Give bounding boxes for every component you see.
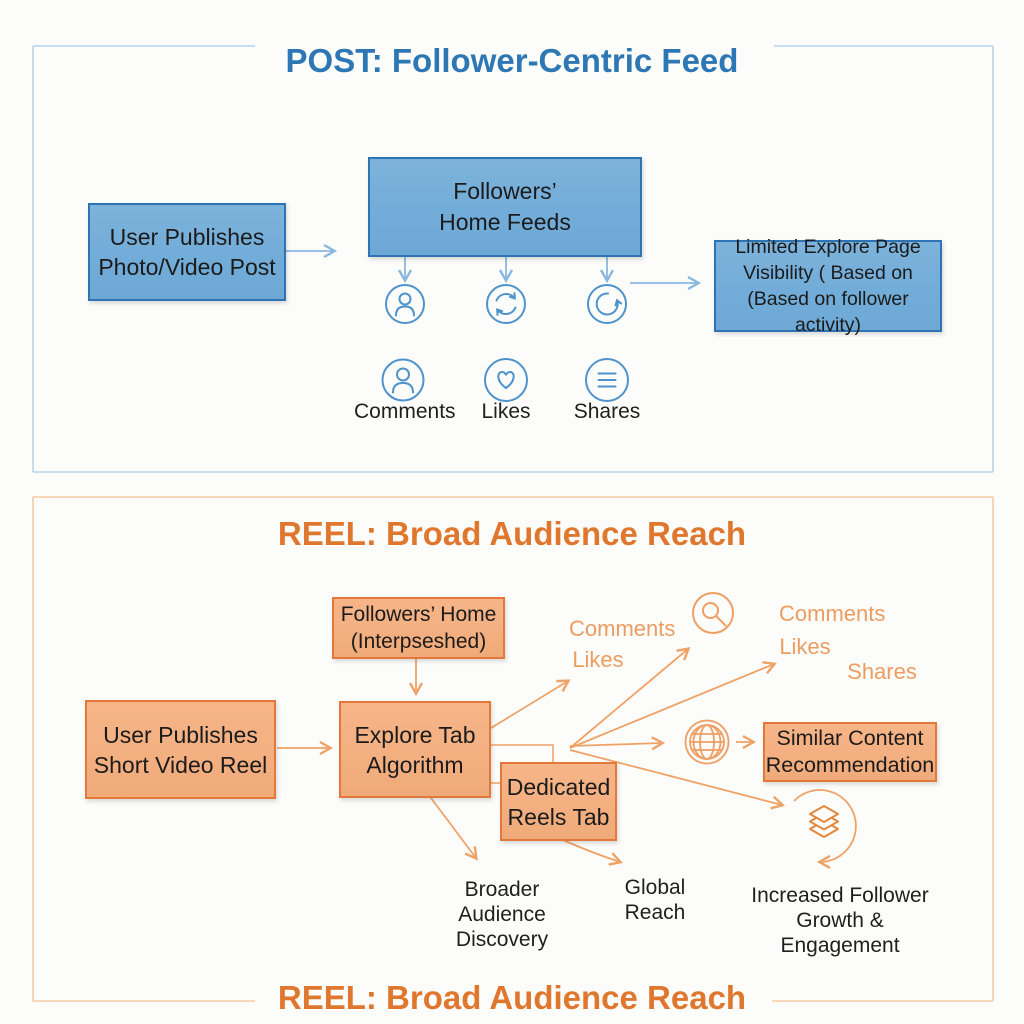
arrow-to-left-engagement [490,679,571,729]
arrow-to-right-engagement [569,661,777,749]
post-arrows [286,243,702,291]
person-icon [381,358,425,402]
arrow-to-global [562,839,623,866]
growth-cycle-arc [793,789,857,870]
connector-rect [486,744,554,784]
list-icon [585,358,629,402]
heart-icon [484,358,528,402]
layers-icon [809,805,839,838]
post-panel-border [32,45,994,473]
refresh-icon [587,284,627,324]
globe-icon [684,719,730,765]
arrow-to-globe [569,736,666,751]
person-icon [385,284,425,324]
reel-panel-border [32,496,994,1002]
arrow-to-search [569,646,691,749]
reel-arrows [277,646,857,870]
sync-icon [486,284,526,324]
arrow-to-layers [569,749,786,810]
arrow-to-broader [427,793,478,861]
search-icon [692,592,734,634]
